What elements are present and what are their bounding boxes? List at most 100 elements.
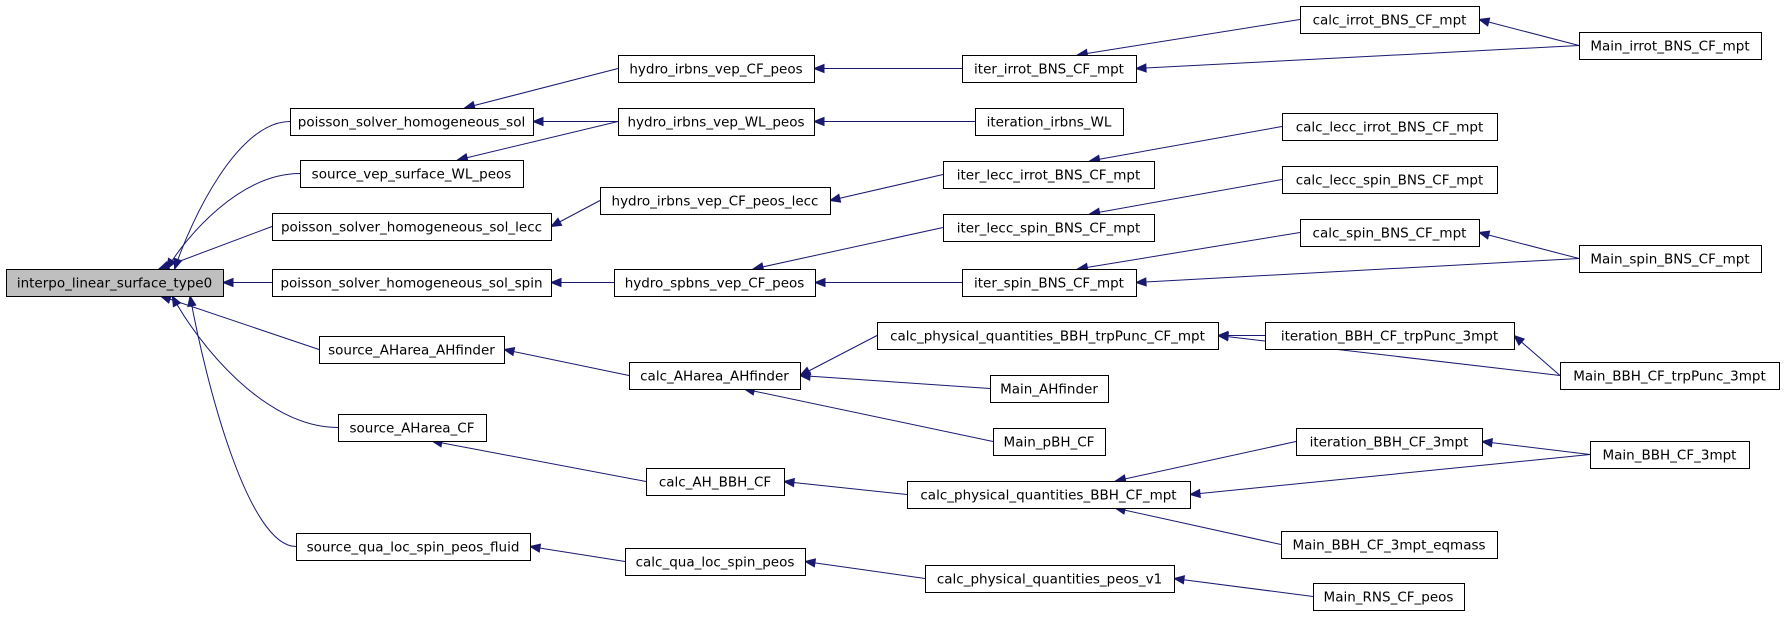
node-calc-ah-bbh-cf[interactable]: calc_AH_BBH_CF xyxy=(646,468,785,496)
node-box xyxy=(338,414,487,442)
arrowhead xyxy=(187,294,197,308)
arrowhead xyxy=(813,277,826,288)
arrowhead xyxy=(812,63,825,74)
node-source-aharea-cf[interactable]: source_AHarea_CF xyxy=(338,414,487,442)
node-label: calc_irrot_BNS_CF_mpt xyxy=(1313,13,1467,29)
node-box xyxy=(962,269,1137,297)
node-box xyxy=(925,565,1175,593)
arrowhead xyxy=(171,294,182,308)
node-box xyxy=(1300,219,1480,247)
node-label: iter_lecc_irrot_BNS_CF_mpt xyxy=(957,168,1141,184)
arrowhead xyxy=(1477,17,1491,27)
edge-mbc3e-to-cpqbcm xyxy=(1114,507,1282,545)
node-box xyxy=(1560,362,1780,390)
node-label: Main_spin_BNS_CF_mpt xyxy=(1590,252,1749,268)
arrowhead xyxy=(1134,277,1147,287)
node-box xyxy=(319,336,505,364)
node-box xyxy=(625,548,806,576)
node-label: hydro_irbns_vep_CF_peos xyxy=(629,62,802,78)
node-main-bbh-cf-trppunc-3mpt[interactable]: Main_BBH_CF_trpPunc_3mpt xyxy=(1560,362,1780,390)
edge-clibcm-to-ilibcm xyxy=(1089,126,1283,162)
node-main-bbh-cf-3mpt-eqmass[interactable]: Main_BBH_CF_3mpt_eqmass xyxy=(1281,531,1498,559)
node-calc-physical-quantities-bbh-trppunc-cf-mpt[interactable]: calc_physical_quantities_BBH_trpPunc_CF_… xyxy=(877,322,1219,350)
node-poisson-solver-homogeneous-sol[interactable]: poisson_solver_homogeneous_sol xyxy=(290,108,534,136)
node-label: iteration_BBH_CF_3mpt xyxy=(1310,435,1469,451)
arrowhead xyxy=(1512,334,1526,346)
node-label: hydro_irbns_vep_WL_peos xyxy=(628,115,805,131)
node-iteration-irbns-wl[interactable]: iteration_irbns_WL xyxy=(975,108,1124,136)
edge-ilibcm-to-hivcpl xyxy=(829,174,944,201)
arrowhead xyxy=(798,371,811,381)
node-calc-aharea-ahfinder[interactable]: calc_AHarea_AHfinder xyxy=(629,362,801,390)
node-source-qua-loc-spin-peos-fluid[interactable]: source_qua_loc_spin_peos_fluid xyxy=(296,533,531,561)
node-box xyxy=(646,468,785,496)
edge-mbc3-to-cpqbcm xyxy=(1189,454,1591,495)
node-main-pbh-cf[interactable]: Main_pBH_CF xyxy=(993,428,1106,456)
node-main-irrot-bns-cf-mpt[interactable]: Main_irrot_BNS_CF_mpt xyxy=(1579,32,1762,60)
node-box xyxy=(300,160,524,188)
node-interpo-linear-surface-type0[interactable]: interpo_linear_surface_type0 xyxy=(6,269,224,297)
node-label: source_vep_surface_WL_peos xyxy=(312,167,512,183)
arrowhead xyxy=(173,257,183,271)
node-box xyxy=(1300,6,1480,34)
node-label: poisson_solver_homogeneous_sol xyxy=(298,115,525,131)
node-main-ahfinder[interactable]: Main_AHfinder xyxy=(990,375,1109,403)
edge-ilsbcm-to-hsvcp xyxy=(752,227,944,270)
arrowhead xyxy=(1172,575,1186,585)
node-label: source_AHarea_CF xyxy=(349,421,474,437)
node-source-aharea-ahfinder[interactable]: source_AHarea_AHfinder xyxy=(319,336,505,364)
node-label: calc_AH_BBH_CF xyxy=(659,475,771,491)
node-calc-qua-loc-spin-peos[interactable]: calc_qua_loc_spin_peos xyxy=(625,548,806,576)
node-iter-irrot-bns-cf-mpt[interactable]: iter_irrot_BNS_CF_mpt xyxy=(962,55,1137,83)
node-iter-lecc-spin-bns-cf-mpt[interactable]: iter_lecc_spin_BNS_CF_mpt xyxy=(943,214,1155,242)
node-box xyxy=(993,428,1106,456)
node-iter-lecc-irrot-bns-cf-mpt[interactable]: iter_lecc_irrot_BNS_CF_mpt xyxy=(943,161,1155,189)
node-box xyxy=(1579,245,1762,273)
node-hydro-irbns-vep-wl-peos[interactable]: hydro_irbns_vep_WL_peos xyxy=(618,108,815,136)
node-calc-physical-quantities-peos-v1[interactable]: calc_physical_quantities_peos_v1 xyxy=(925,565,1175,593)
node-box xyxy=(990,375,1109,403)
node-iteration-bbh-cf-3mpt[interactable]: iteration_BBH_CF_3mpt xyxy=(1296,428,1483,456)
node-box xyxy=(629,362,801,390)
node-poisson-solver-homogeneous-sol-spin[interactable]: poisson_solver_homogeneous_sol_spin xyxy=(272,269,552,297)
node-main-spin-bns-cf-mpt[interactable]: Main_spin_BNS_CF_mpt xyxy=(1579,245,1762,273)
arrowhead xyxy=(1188,488,1201,499)
arrowhead xyxy=(1216,332,1229,342)
node-box xyxy=(877,322,1219,350)
node-box xyxy=(943,161,1155,189)
node-source-vep-surface-wl-peos[interactable]: source_vep_surface_WL_peos xyxy=(300,160,524,188)
node-box xyxy=(1579,32,1762,60)
node-calc-physical-quantities-bbh-cf-mpt[interactable]: calc_physical_quantities_BBH_CF_mpt xyxy=(907,481,1191,509)
node-label: calc_physical_quantities_BBH_CF_mpt xyxy=(920,488,1176,504)
node-calc-spin-bns-cf-mpt[interactable]: calc_spin_BNS_CF_mpt xyxy=(1300,219,1480,247)
arrowhead xyxy=(812,116,825,127)
node-box xyxy=(6,269,224,297)
arrowhead xyxy=(528,543,542,553)
node-iter-spin-bns-cf-mpt[interactable]: iter_spin_BNS_CF_mpt xyxy=(962,269,1137,297)
node-box xyxy=(290,108,534,136)
node-hydro-irbns-vep-cf-peos[interactable]: hydro_irbns_vep_CF_peos xyxy=(618,55,815,83)
node-label: poisson_solver_homogeneous_sol_lecc xyxy=(281,220,542,236)
node-main-bbh-cf-3mpt[interactable]: Main_BBH_CF_3mpt xyxy=(1590,441,1750,469)
node-calc-lecc-spin-bns-cf-mpt[interactable]: calc_lecc_spin_BNS_CF_mpt xyxy=(1282,166,1498,194)
node-box xyxy=(1281,531,1498,559)
node-iteration-bbh-cf-trppunc-3mpt[interactable]: iteration_BBH_CF_trpPunc_3mpt xyxy=(1265,322,1515,350)
node-label: poisson_solver_homogeneous_sol_spin xyxy=(280,276,542,292)
node-hydro-irbns-vep-cf-peos-lecc[interactable]: hydro_irbns_vep_CF_peos_lecc xyxy=(600,187,831,215)
node-layer: interpo_linear_surface_type0 poisson_solv… xyxy=(6,6,1780,611)
node-box xyxy=(618,108,815,136)
node-calc-lecc-irrot-bns-cf-mpt[interactable]: calc_lecc_irrot_BNS_CF_mpt xyxy=(1282,113,1498,141)
node-label: Main_BBH_CF_3mpt_eqmass xyxy=(1292,538,1485,554)
node-box xyxy=(962,55,1137,83)
node-label: calc_lecc_spin_BNS_CF_mpt xyxy=(1296,173,1484,189)
node-label: calc_AHarea_AHfinder xyxy=(640,369,789,385)
node-box xyxy=(600,187,831,215)
edge-caah-to-saah xyxy=(503,349,630,376)
edge-cibcm-to-iibcm xyxy=(1077,19,1301,56)
node-calc-irrot-bns-cf-mpt[interactable]: calc_irrot_BNS_CF_mpt xyxy=(1300,6,1480,34)
node-main-rns-cf-peos[interactable]: Main_RNS_CF_peos xyxy=(1313,583,1465,611)
node-label: hydro_irbns_vep_CF_peos_lecc xyxy=(612,194,819,210)
node-hydro-spbns-vep-cf-peos[interactable]: hydro_spbns_vep_CF_peos xyxy=(614,269,816,297)
edge-mibcm-to-iibcm xyxy=(1135,45,1580,69)
node-poisson-solver-homogeneous-sol-lecc[interactable]: poisson_solver_homogeneous_sol_lecc xyxy=(272,213,552,241)
